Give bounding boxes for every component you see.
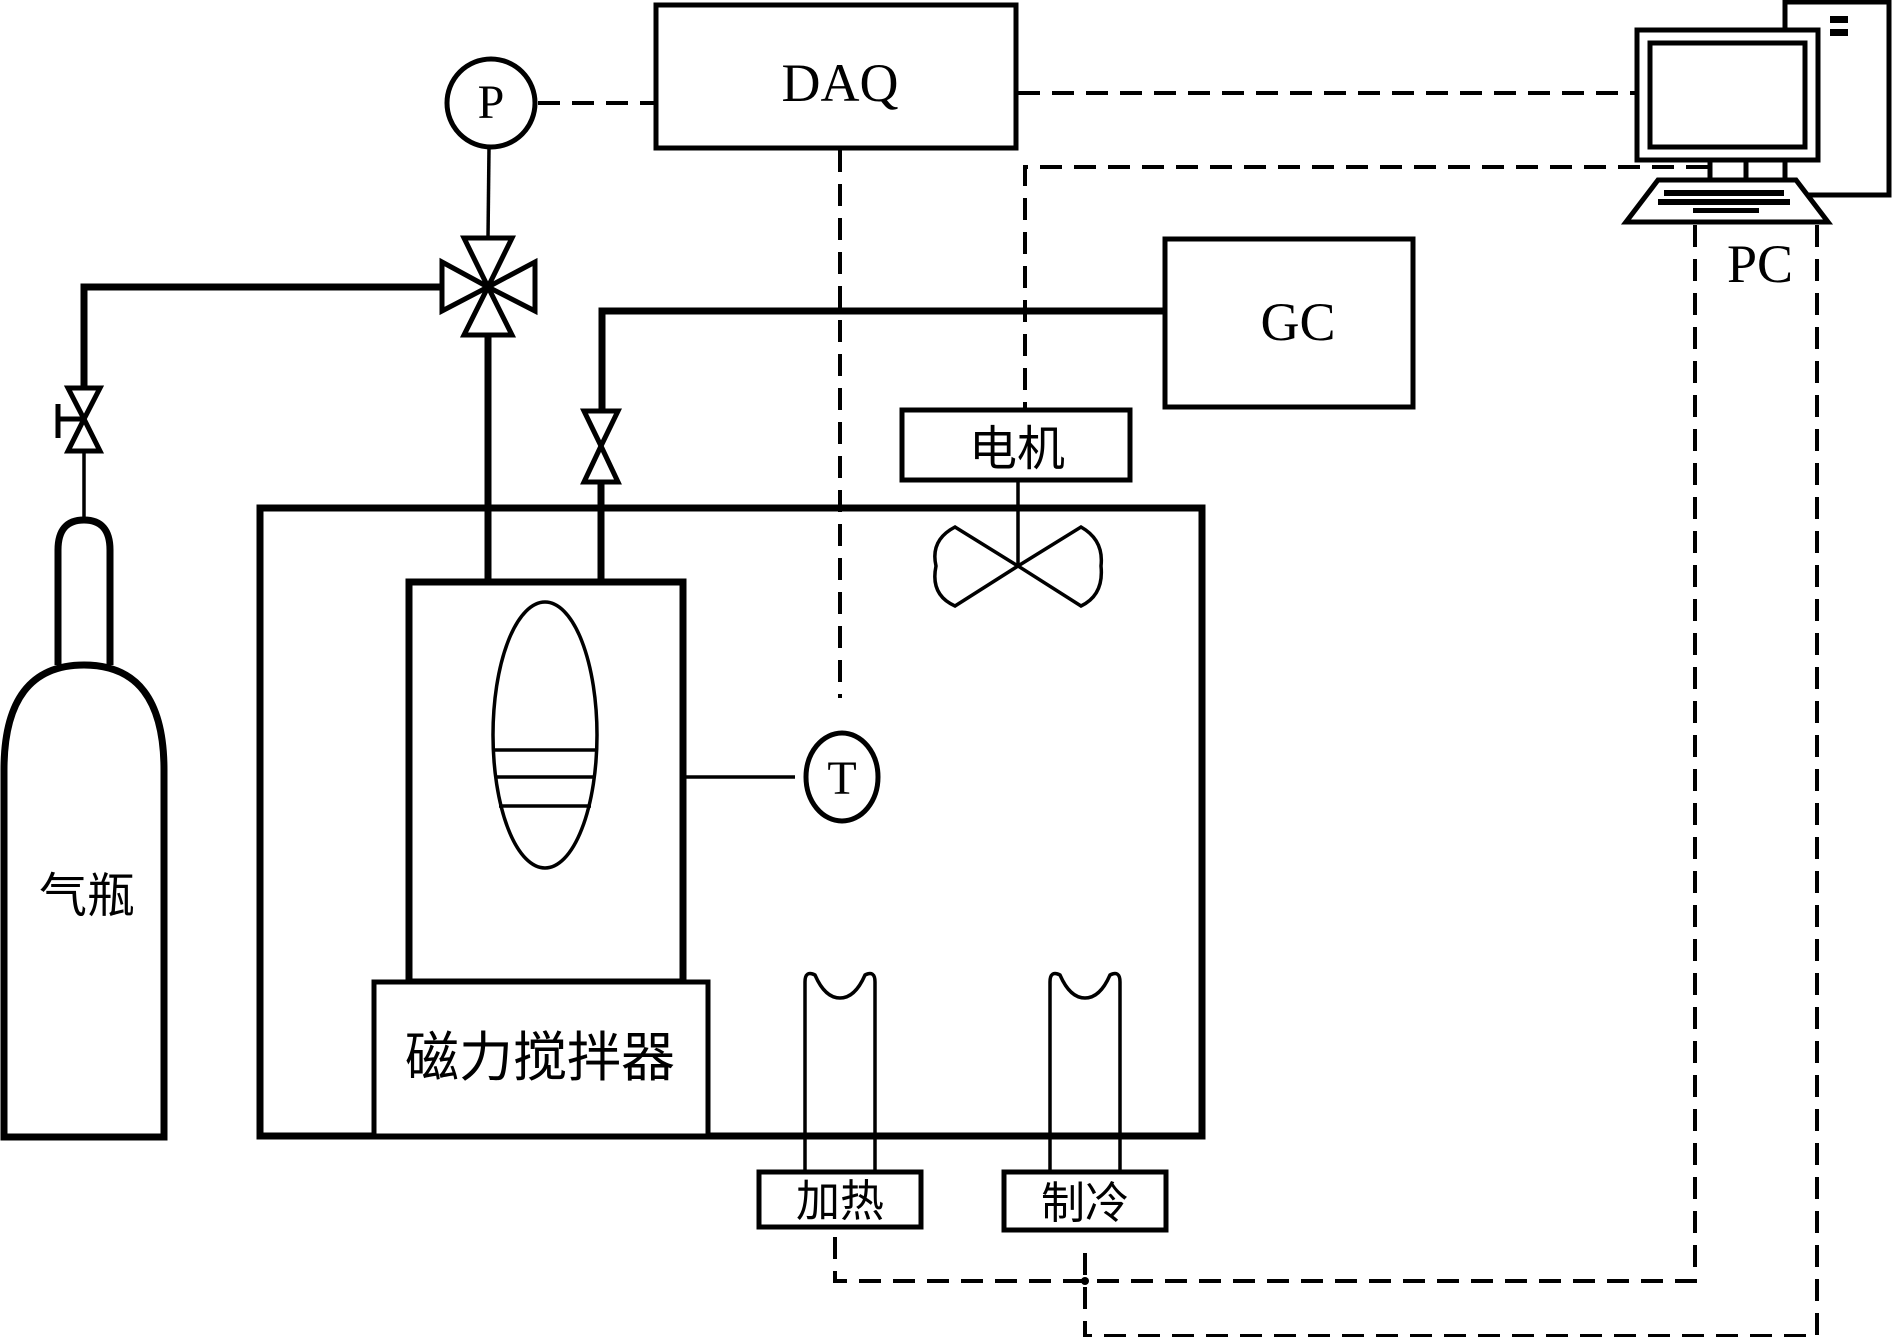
pipe-gc-to-valve xyxy=(598,307,1165,410)
daq-box[interactable]: DAQ xyxy=(653,2,1019,151)
valve-triangle-top xyxy=(580,408,622,452)
magnetic-stirrer-rect xyxy=(371,979,711,1139)
reactor-vessel[interactable] xyxy=(405,578,795,986)
valve-triangle-right xyxy=(482,257,538,316)
motor-box[interactable]: 电机 xyxy=(899,407,1133,566)
valve-triangle-bottom xyxy=(580,440,622,485)
four-way-valve[interactable] xyxy=(439,147,538,580)
cylinder-body xyxy=(0,661,168,1141)
cylinder-neck xyxy=(54,516,114,665)
magnetic-stirrer[interactable]: 磁力搅拌器 xyxy=(371,979,711,1139)
pressure-sensor[interactable]: P xyxy=(444,56,538,150)
signal-pc-to-cooler xyxy=(1083,225,1819,1337)
magnetic-stirrer-label: 磁力搅拌器 xyxy=(405,1026,675,1089)
temperature-sensor-label: T xyxy=(827,752,856,805)
pc-monitor xyxy=(1634,27,1821,163)
fan-blade-left xyxy=(933,524,1022,608)
motor-rect xyxy=(899,407,1133,483)
valve-triangle-top xyxy=(459,235,517,293)
cooler-coil xyxy=(1048,971,1122,1136)
cylinder-valve[interactable] xyxy=(55,385,105,454)
reactor-rect xyxy=(405,578,687,986)
heater-rect xyxy=(756,1169,924,1230)
pc-label: PC xyxy=(1727,234,1793,294)
sampling-valve[interactable] xyxy=(580,307,1165,580)
valve-triangle-bottom xyxy=(63,413,105,454)
gas-cylinder-label: 气瓶 xyxy=(39,868,135,924)
heater-coil xyxy=(803,971,877,1136)
valve-triangle-top xyxy=(63,385,105,425)
keyboard-keys xyxy=(1658,190,1790,213)
valve-triangle-left xyxy=(439,257,494,316)
stir-bar-ellipse xyxy=(491,600,599,870)
heater-label: 加热 xyxy=(796,1176,884,1227)
heater[interactable]: 加热 xyxy=(756,971,924,1230)
gas-cylinder[interactable]: 气瓶 xyxy=(0,283,445,1141)
gc-label: GC xyxy=(1260,292,1335,352)
junction-dot xyxy=(1081,1277,1089,1285)
gc-rect xyxy=(1162,236,1416,410)
pipe-cylinder-to-valve xyxy=(80,283,445,390)
cooler-label: 制冷 xyxy=(1041,1178,1129,1229)
pc-tower-drive xyxy=(1830,16,1848,23)
cooler-rect xyxy=(1001,1169,1169,1233)
signal-pc-to-motor xyxy=(1023,165,1708,408)
temperature-sensor-circle xyxy=(803,730,881,824)
fan-icon xyxy=(933,524,1104,608)
signal-lines xyxy=(538,91,1819,1337)
thermostatic-chamber xyxy=(256,504,1206,1140)
gc-box[interactable]: GC xyxy=(1162,236,1416,410)
daq-label: DAQ xyxy=(782,53,899,113)
signal-pc-to-heater xyxy=(833,225,1697,1283)
motor-label: 电机 xyxy=(969,421,1065,477)
daq-rect xyxy=(653,2,1019,151)
pc-screen xyxy=(1647,40,1808,150)
fan-blade-right xyxy=(1014,524,1104,608)
temperature-sensor[interactable]: T xyxy=(803,730,881,824)
pressure-sensor-label: P xyxy=(478,76,505,129)
pc-computer[interactable]: PC xyxy=(1620,0,1892,294)
pipe-valve-to-p xyxy=(486,147,491,239)
pc-tower-drive xyxy=(1830,29,1848,36)
pressure-sensor-circle xyxy=(444,56,538,150)
pc-monitor-stand xyxy=(1707,157,1749,183)
cooler[interactable]: 制冷 xyxy=(1001,971,1169,1233)
